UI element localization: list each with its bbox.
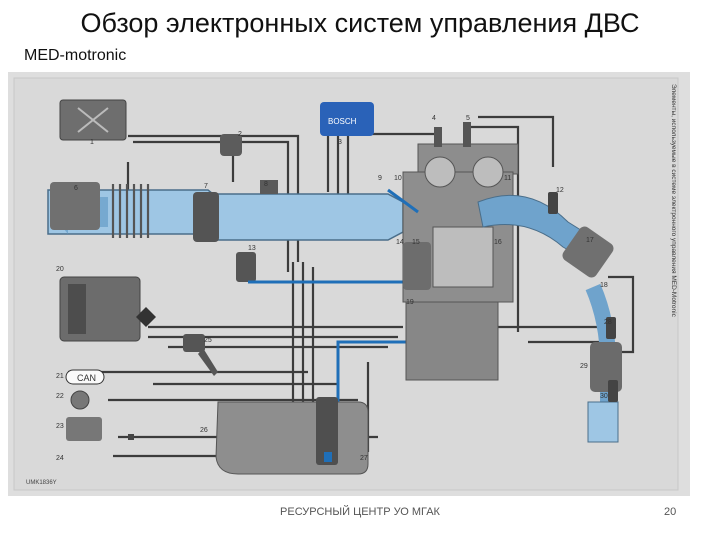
component-number-25: 25 bbox=[204, 337, 212, 344]
component-number-15: 15 bbox=[412, 239, 420, 246]
component-number-9: 9 bbox=[378, 175, 382, 182]
component-number-22: 22 bbox=[56, 393, 64, 400]
component-number-19: 19 bbox=[406, 299, 414, 306]
bosch-label: BOSCH bbox=[328, 117, 357, 126]
fuel-tank bbox=[215, 401, 369, 475]
component-number-labels: 1 2 3 4 5 6 7 8 9 10 11 12 13 14 15 16 1… bbox=[56, 115, 612, 462]
component-number-23: 23 bbox=[56, 423, 64, 430]
accelerator-pedal bbox=[183, 334, 218, 376]
diagnostic-connector bbox=[128, 434, 134, 440]
high-pressure-pump bbox=[403, 242, 431, 290]
component-number-16: 16 bbox=[494, 239, 502, 246]
engine-management-diagram: BOSCH CAN 1 2 bbox=[8, 72, 690, 496]
image-code: UMK1836Y bbox=[26, 480, 57, 486]
component-number-1: 1 bbox=[90, 139, 94, 146]
lambda-probe-3 bbox=[608, 380, 618, 402]
air-mass-meter bbox=[50, 182, 100, 230]
component-number-28: 28 bbox=[604, 319, 612, 326]
page-number: 20 bbox=[664, 506, 677, 518]
component-number-10: 10 bbox=[394, 175, 402, 182]
component-number-18: 18 bbox=[600, 282, 608, 289]
catalytic-converter bbox=[562, 226, 614, 278]
can-bus-pill bbox=[65, 369, 105, 385]
ignition-coil-bosch bbox=[320, 102, 374, 136]
slide-subtitle: MED-motronic bbox=[24, 47, 127, 64]
component-number-3: 3 bbox=[338, 139, 342, 146]
immobilizer-unit bbox=[66, 417, 102, 441]
main-catalyst bbox=[590, 342, 622, 392]
component-number-27: 27 bbox=[360, 455, 368, 462]
pressure-sensor bbox=[260, 180, 278, 194]
component-number-21: 21 bbox=[56, 373, 64, 380]
component-number-13: 13 bbox=[248, 245, 256, 252]
lambda-probe-1 bbox=[548, 192, 558, 214]
component-number-11: 11 bbox=[504, 175, 511, 182]
component-number-8: 8 bbox=[264, 181, 268, 188]
slide-title: Обзор электронных систем управления ДВС bbox=[80, 8, 640, 38]
component-number-20: 20 bbox=[56, 266, 64, 273]
component-number-4: 4 bbox=[432, 115, 436, 122]
slide-footer: РЕСУРСНЫЙ ЦЕНТР УО МГАК bbox=[280, 506, 440, 518]
component-number-29: 29 bbox=[580, 363, 588, 370]
air-bellows bbox=[111, 184, 150, 238]
connector-diamond bbox=[136, 307, 156, 327]
component-number-12: 12 bbox=[556, 187, 564, 194]
intake-air-duct bbox=[47, 189, 404, 241]
throttle-body bbox=[193, 192, 219, 242]
component-number-2: 2 bbox=[238, 131, 242, 138]
fuel-rail bbox=[387, 188, 419, 214]
component-number-30: 30 bbox=[600, 393, 608, 400]
component-number-26: 26 bbox=[200, 427, 208, 434]
purge-valve bbox=[220, 134, 242, 156]
component-number-17: 17 bbox=[586, 237, 594, 244]
fuel-pressure-sensor bbox=[236, 252, 256, 282]
engine-block bbox=[402, 122, 519, 381]
diagnostic-lamp bbox=[70, 390, 90, 410]
side-caption: Элементы, используемые в системе электро… bbox=[670, 84, 677, 318]
component-number-6: 6 bbox=[74, 185, 78, 192]
component-number-14: 14 bbox=[396, 239, 404, 246]
lambda-probe-2 bbox=[606, 317, 616, 339]
fuel-pump-module bbox=[316, 397, 338, 465]
can-label: CAN bbox=[77, 373, 96, 383]
component-number-24: 24 bbox=[56, 455, 64, 462]
component-number-5: 5 bbox=[466, 115, 470, 122]
component-number-7: 7 bbox=[204, 183, 208, 190]
